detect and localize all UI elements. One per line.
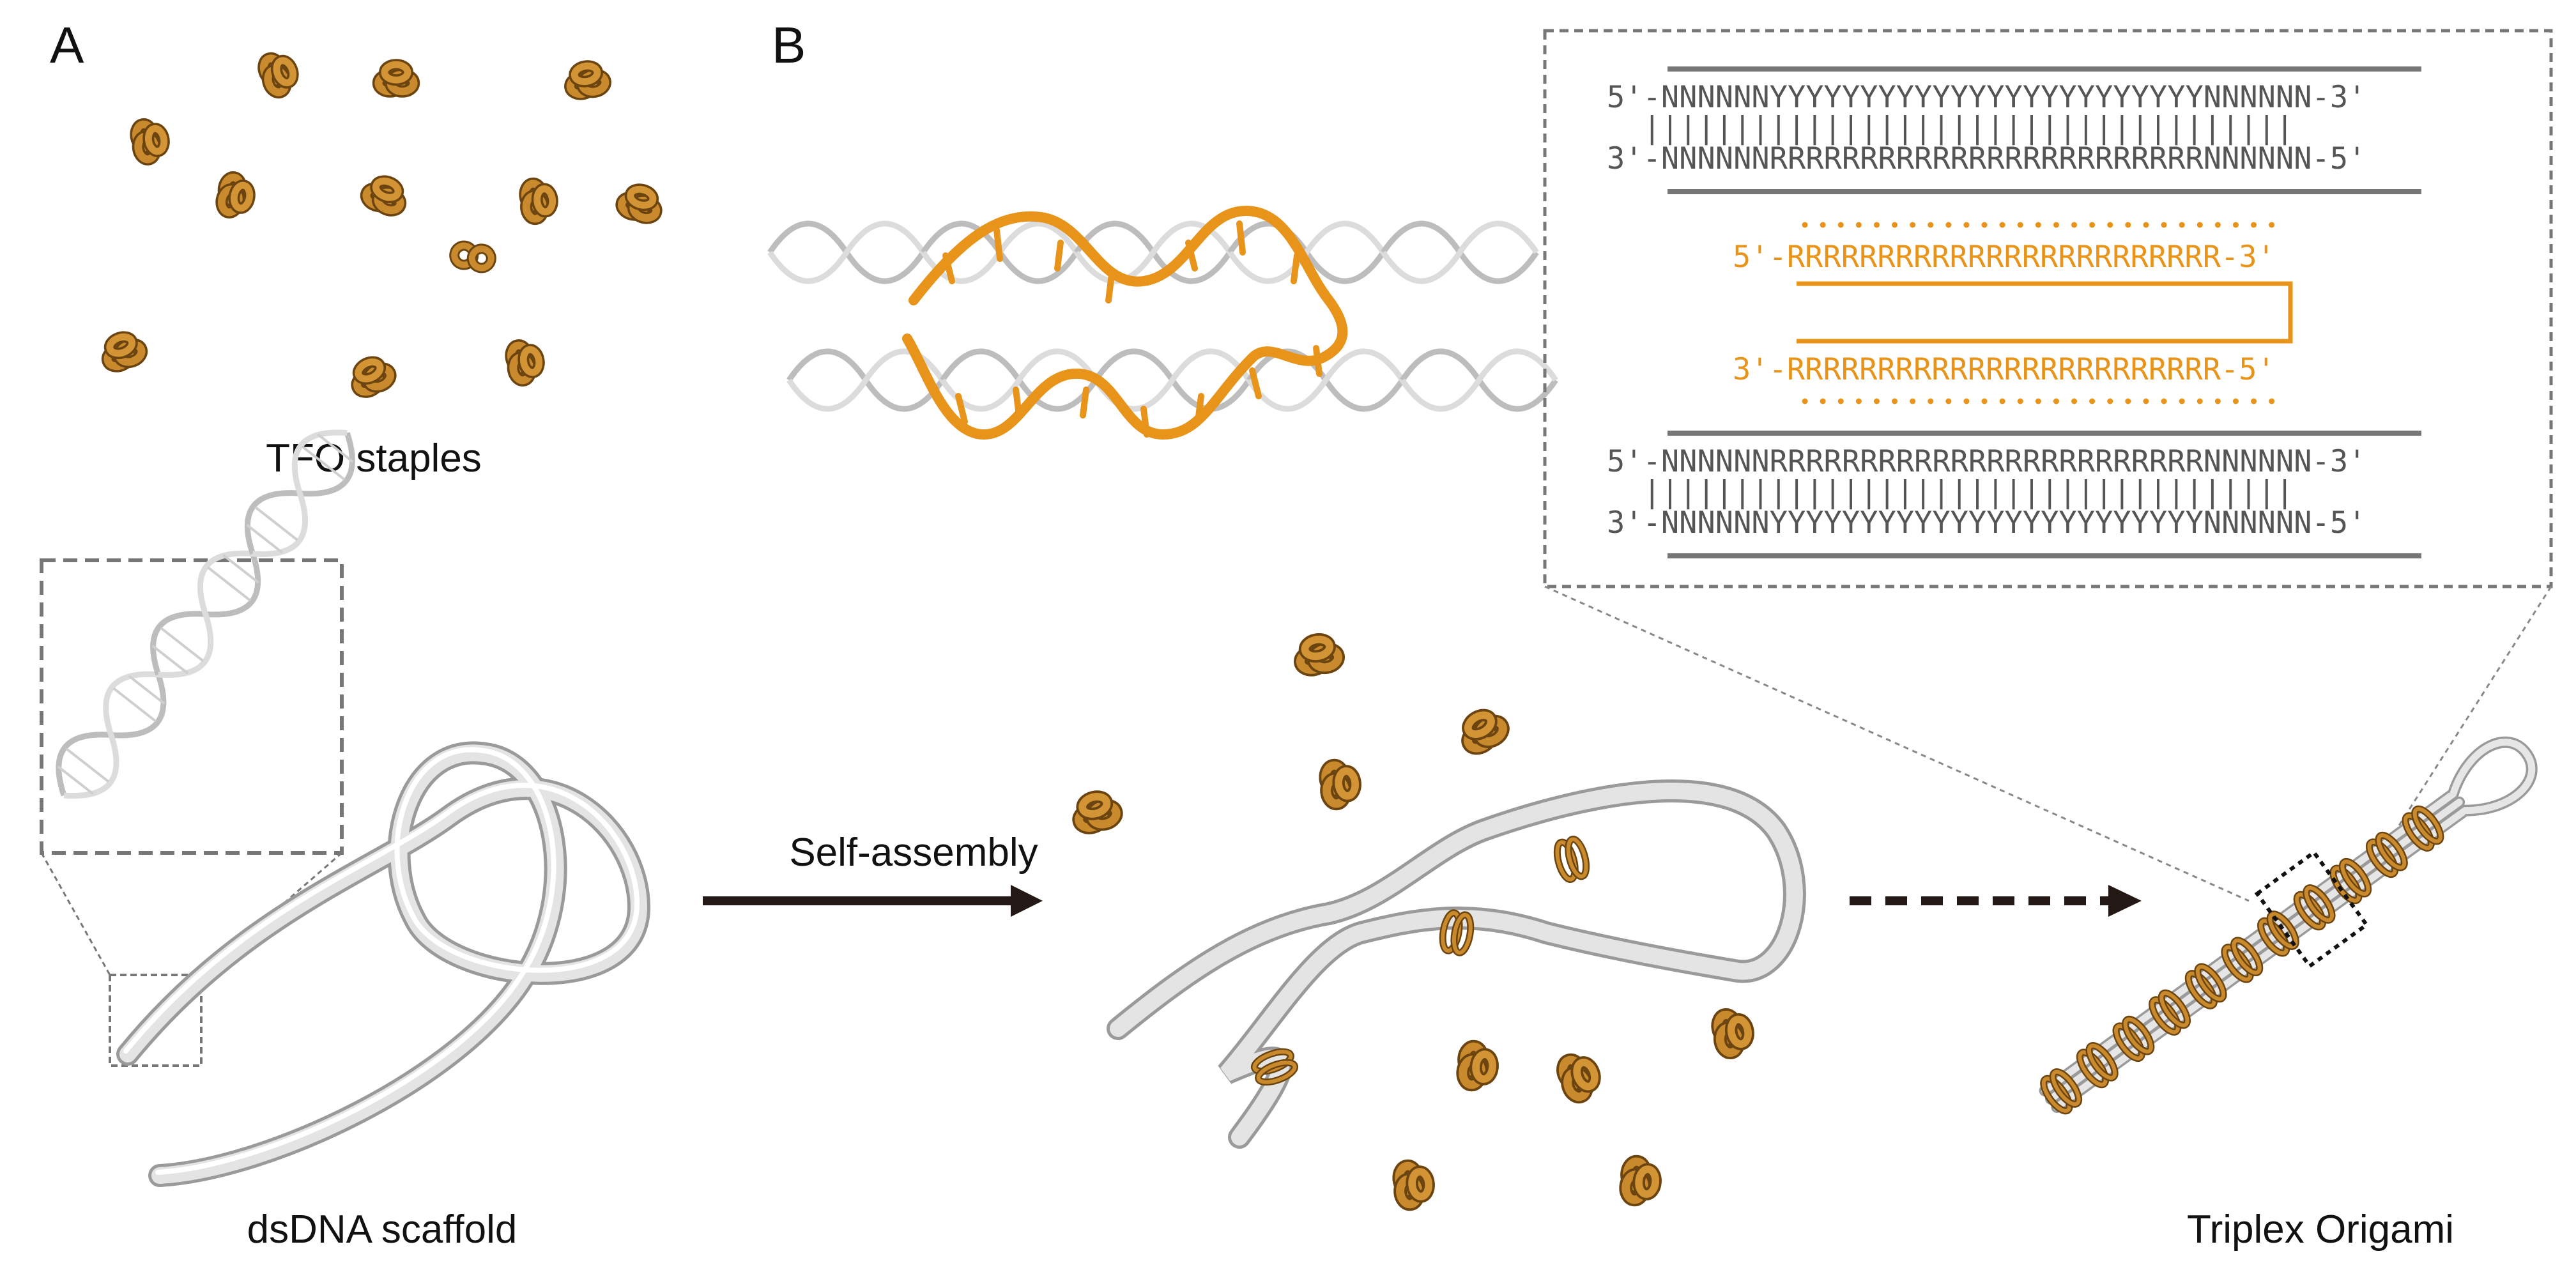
tfo-staple (509, 342, 542, 382)
triplex-origami-bundle (2024, 736, 2538, 1136)
tfo-staple (1462, 1046, 1494, 1087)
tfo-loop-connector (1797, 281, 2293, 344)
tfo-staple (350, 356, 394, 395)
tfo-staple (220, 176, 252, 216)
bound-tfo (1554, 838, 1590, 882)
triplex-origami-label: Triplex Origami (2187, 1208, 2454, 1252)
tfo-staple (1459, 708, 1507, 752)
self-assembly-arrow (703, 885, 1043, 917)
tfo-staple (102, 332, 144, 369)
tfo-staple-figure8 (449, 240, 496, 273)
tfo-staple (1560, 1054, 1600, 1100)
bottom-duplex-strand2: 3'-NNNNNNYYYYYYYYYYYYYYYYYYYYYYYYNNNNNN-… (1607, 505, 2366, 540)
tfo-staple (567, 63, 607, 96)
tfo-staples-cluster (102, 52, 661, 395)
tfo-strand2: 3'-RRRRRRRRRRRRRRRRRRRRRRRR-5' (1733, 352, 2275, 387)
zoom-line (40, 852, 111, 976)
dsdna-inset-box (40, 558, 344, 855)
folding-arrow (1850, 885, 2142, 917)
tfo-staple (1398, 1164, 1430, 1205)
tfo-staple (1716, 1011, 1751, 1054)
self-assembly-label: Self-assembly (789, 831, 1038, 875)
dsdna-scaffold-label: dsDNA scaffold (247, 1208, 518, 1252)
tfo-staple (1324, 763, 1357, 804)
origami-staples (2039, 805, 2446, 1115)
tfo-staple (134, 121, 167, 161)
dsdna-scaffold (116, 741, 651, 1187)
assembling-scaffold (1107, 779, 1806, 1149)
panel-b-label: B (772, 17, 806, 73)
tfo-strand1: 5'-RRRRRRRRRRRRRRRRRRRRRRRR-3' (1733, 240, 2275, 275)
tfo-staple (378, 65, 413, 91)
tfo-staple (1297, 636, 1340, 671)
top-duplex-pairs: |||||||||||||||||||||||||||||||||||| (1607, 111, 2294, 146)
top-duplex-strand2: 3'-NNNNNNRRRRRRRRRRRRRRRRRRRRRRRRNNNNNN-… (1607, 141, 2366, 176)
origami-zoom-box (2254, 850, 2370, 969)
tfo-staple (364, 176, 406, 213)
tfo-staple (1625, 1161, 1657, 1202)
tfo-staple (620, 185, 661, 220)
bottom-duplex-pairs: |||||||||||||||||||||||||||||||||||| (1607, 475, 2294, 510)
bound-tfo (1440, 912, 1473, 954)
sequence-box: 5'-NNNNNNYYYYYYYYYYYYYYYYYYYYYYYYNNNNNN-… (1543, 29, 2553, 588)
bottom-duplex-strand1: 5'-NNNNNNRRRRRRRRRRRRRRRRRRRRRRRRNNNNNN-… (1607, 444, 2366, 479)
dsdna-inset-helix (42, 415, 370, 813)
scaffold-zoom-box (109, 974, 203, 1067)
sequence-box-frame (1543, 29, 2553, 588)
zoom-line (1544, 585, 2250, 902)
tfo-staples-label: TFO staples (266, 436, 482, 480)
top-duplex-strand1: 5'-NNNNNNYYYYYYYYYYYYYYYYYYYYYYYYNNNNNN-… (1607, 80, 2366, 115)
tfo-staple (524, 182, 554, 220)
tfo-staple (1074, 792, 1119, 830)
tfo-staple (261, 52, 298, 95)
triplex-structure-model (770, 205, 1556, 440)
tfo-ribbon (902, 205, 1348, 440)
panel-a-label: A (50, 17, 84, 73)
